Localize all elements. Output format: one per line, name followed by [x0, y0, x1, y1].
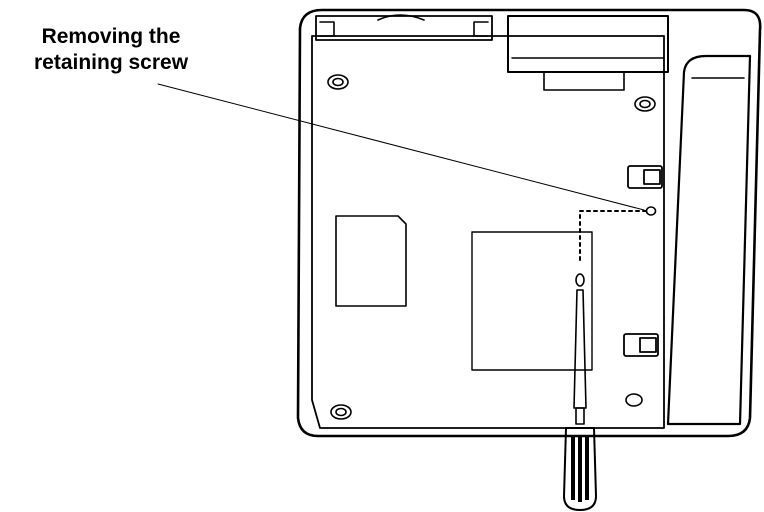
lid-notch [377, 14, 425, 21]
top-lid [315, 15, 493, 41]
screw-guide-dotted [579, 210, 647, 263]
lid-tab-right [473, 21, 489, 37]
top-connector-block [507, 15, 669, 73]
callout-label: Removing the retaining screw [0, 24, 222, 76]
label-plate-left [335, 215, 407, 307]
top-connector-foot [543, 71, 625, 91]
screwdriver-icon [563, 273, 597, 511]
callout-line-2: retaining screw [33, 51, 189, 74]
device-outer-body [296, 8, 762, 438]
foot-top-left [327, 74, 349, 90]
latch-upper [627, 165, 663, 189]
retaining-screw-hole [645, 206, 657, 216]
label-plate-center [471, 231, 593, 371]
foot-bottom-left [330, 404, 352, 420]
callout-line-1: Removing the [41, 25, 181, 48]
foot-top-right [634, 96, 656, 112]
latch-lower [623, 333, 659, 357]
callout-leader-line [157, 83, 645, 211]
side-panel [666, 54, 752, 426]
foot-bottom-right [625, 393, 643, 407]
device-base-plate [311, 35, 665, 429]
lid-tab-left [319, 21, 335, 37]
